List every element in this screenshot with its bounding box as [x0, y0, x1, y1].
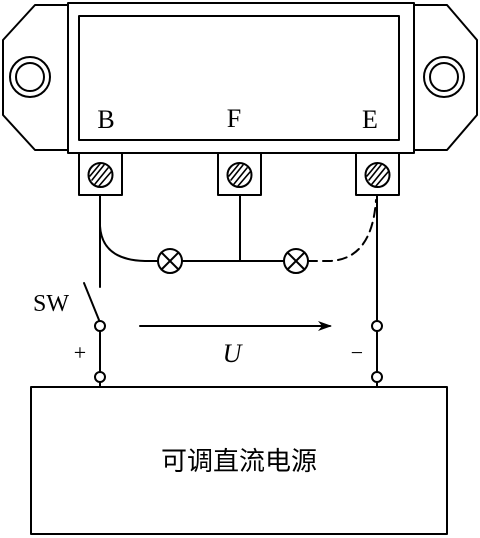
right-mounting-hole-inner — [429, 62, 459, 92]
regulator-body-inner — [78, 15, 400, 141]
plus-terminal-post — [94, 371, 106, 383]
lamp-1 — [157, 248, 183, 274]
lamp-2 — [283, 248, 309, 274]
terminal-label-e: E — [362, 105, 378, 134]
switch-contact — [94, 320, 106, 332]
e-terminal-post — [371, 320, 383, 332]
wire-b-to-lamp1 — [99, 225, 158, 262]
terminal-f-screw — [217, 152, 262, 196]
terminal-label-f: F — [227, 104, 241, 133]
plus-sign: + — [74, 340, 86, 365]
terminal-label-b: B — [97, 105, 114, 134]
power-supply-box — [30, 386, 448, 535]
terminal-b-screw — [78, 152, 123, 196]
left-mounting-hole-inner — [15, 62, 45, 92]
minus-terminal-post — [371, 371, 383, 383]
switch-label: SW — [33, 291, 69, 317]
left-mounting-hole-outer — [9, 56, 51, 98]
right-mounting-hole-outer — [423, 56, 465, 98]
terminal-e-screw — [355, 152, 400, 196]
left-mounting-ear — [2, 4, 69, 151]
switch-blade — [83, 282, 100, 321]
voltage-label: U — [223, 339, 244, 368]
wire-lamp2-to-e-dashed — [307, 199, 377, 262]
right-mounting-ear — [413, 4, 478, 151]
minus-sign: − — [351, 340, 363, 365]
power-supply-label: 可调直流电源 — [161, 447, 317, 477]
